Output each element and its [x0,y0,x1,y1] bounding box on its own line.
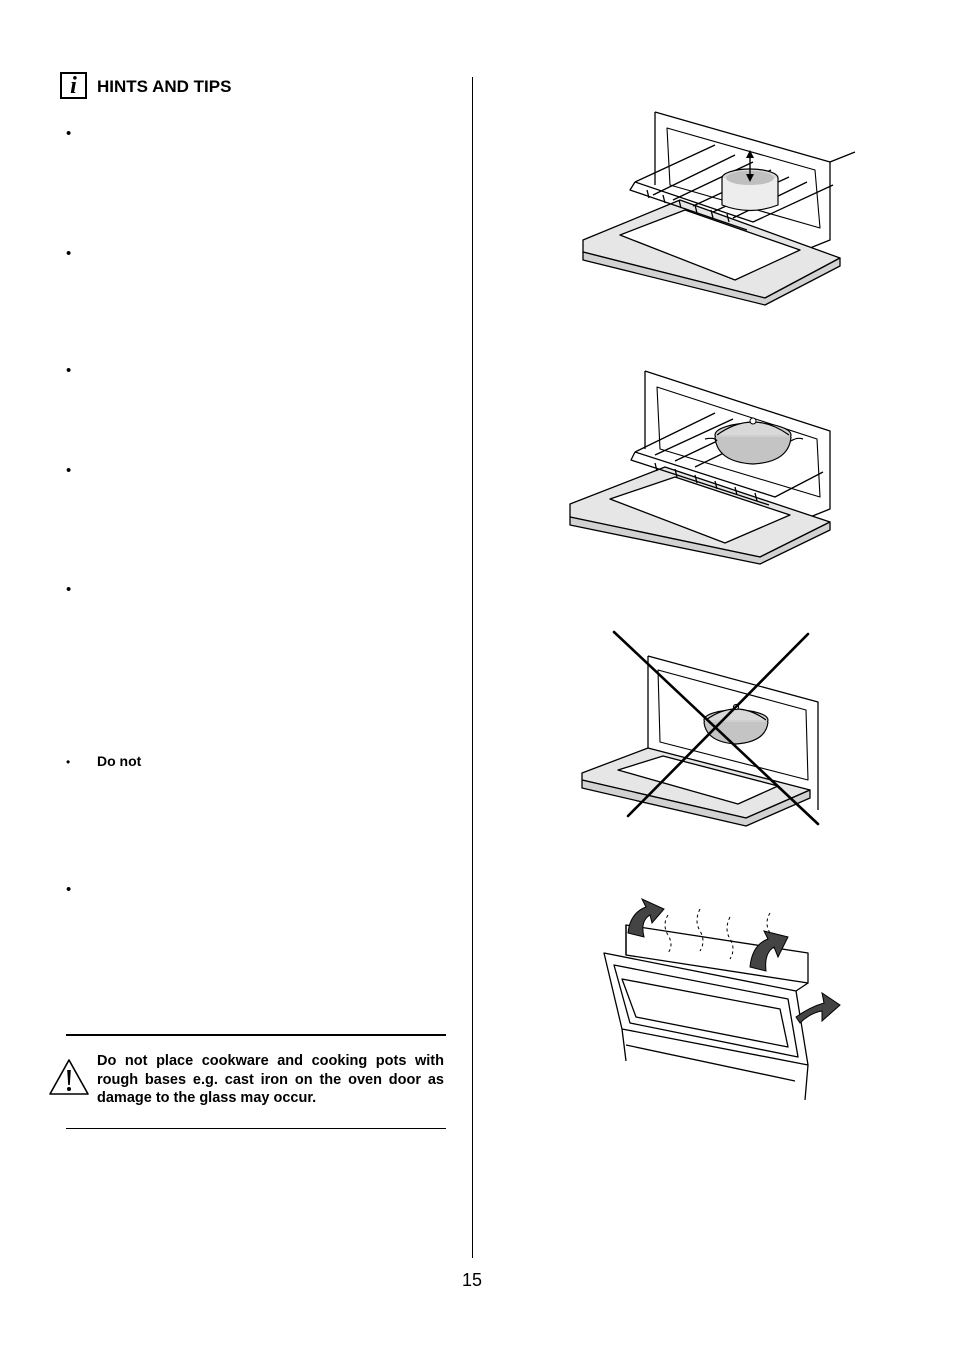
warning-text: Do not place cookware and cooking pots w… [97,1053,444,1106]
page-number: 15 [462,1270,483,1290]
oven-door-steam-figure [603,897,841,1101]
warning-triangle-icon [49,1059,89,1095]
warning-top-rule [66,1034,446,1036]
oven-pan-on-shelf-figure [582,111,856,306]
bullet-marker: • [66,881,72,898]
section-heading: HINTS AND TIPS [97,77,232,96]
bullet-marker: • [66,125,72,142]
column-divider [472,77,473,1258]
bullet-marker: • [66,245,72,262]
info-icon: i [60,72,87,99]
oven-casserole-on-door-crossed-figure [581,630,820,827]
bullet-marker: • [66,362,72,379]
bullet-text: Do not [97,753,142,769]
steam-arrows-icon [627,897,841,1024]
oven-casserole-on-shelf-figure [569,370,831,565]
warning-bottom-rule [66,1128,446,1129]
bullet-marker: • [66,462,72,479]
cross-mark-icon [612,630,820,826]
up-down-arrow-icon [746,150,754,182]
bullet-marker: • [66,755,71,769]
bullet-marker: • [66,581,72,598]
